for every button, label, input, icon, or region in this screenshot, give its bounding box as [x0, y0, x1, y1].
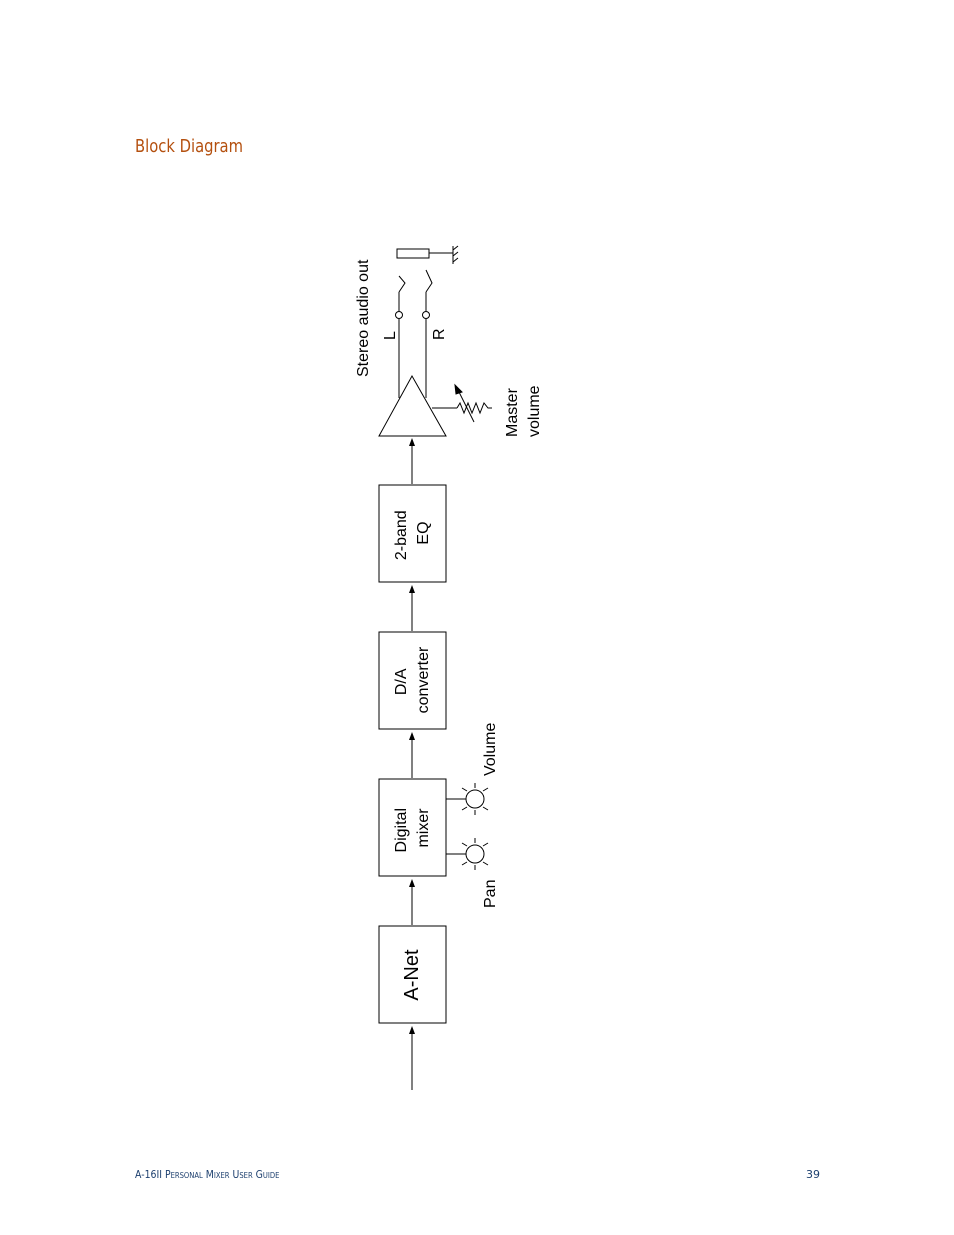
- pan-knob-icon: [446, 838, 489, 870]
- da-line1: D/A: [393, 668, 410, 695]
- ground-resistor-icon: [396, 245, 459, 264]
- pan-label: Pan: [482, 880, 499, 908]
- page-number: 39: [806, 1168, 820, 1181]
- block-anet: A-Net: [378, 925, 447, 1024]
- eq-line1: 2-band: [393, 510, 410, 560]
- svg-text:Master volume: Master volume: [504, 384, 543, 437]
- block-digital-mixer: Digital mixer: [378, 778, 447, 877]
- master-volume-pot-icon: [432, 383, 492, 423]
- svg-text:Digital mixer: Digital mixer: [393, 804, 432, 853]
- stereo-out-label: Stereo audio out: [355, 259, 372, 377]
- amplifier-icon: [378, 374, 447, 437]
- right-channel-label: R: [431, 328, 448, 340]
- da-line2: converter: [415, 646, 432, 713]
- master-volume-line1: Master: [504, 387, 521, 437]
- digital-mixer-line1: Digital: [393, 808, 410, 852]
- block-da-converter: D/A converter: [378, 631, 447, 730]
- stereo-output-lines: [395, 269, 433, 398]
- svg-text:2-band EQ: 2-band EQ: [393, 506, 432, 560]
- svg-text:D/A converter: D/A converter: [393, 646, 432, 713]
- block-eq: 2-band EQ: [378, 484, 447, 583]
- footer-title: A-16II Personal Mixer User Guide: [135, 1168, 280, 1181]
- digital-mixer-line2: mixer: [415, 808, 432, 848]
- anet-label: A-Net: [401, 949, 423, 1001]
- volume-knob-icon: [446, 783, 489, 815]
- master-volume-line2: volume: [526, 385, 543, 437]
- section-title: Block Diagram: [135, 136, 243, 157]
- volume-label: Volume: [482, 723, 499, 776]
- left-channel-label: L: [382, 331, 399, 340]
- eq-line2: EQ: [415, 521, 432, 544]
